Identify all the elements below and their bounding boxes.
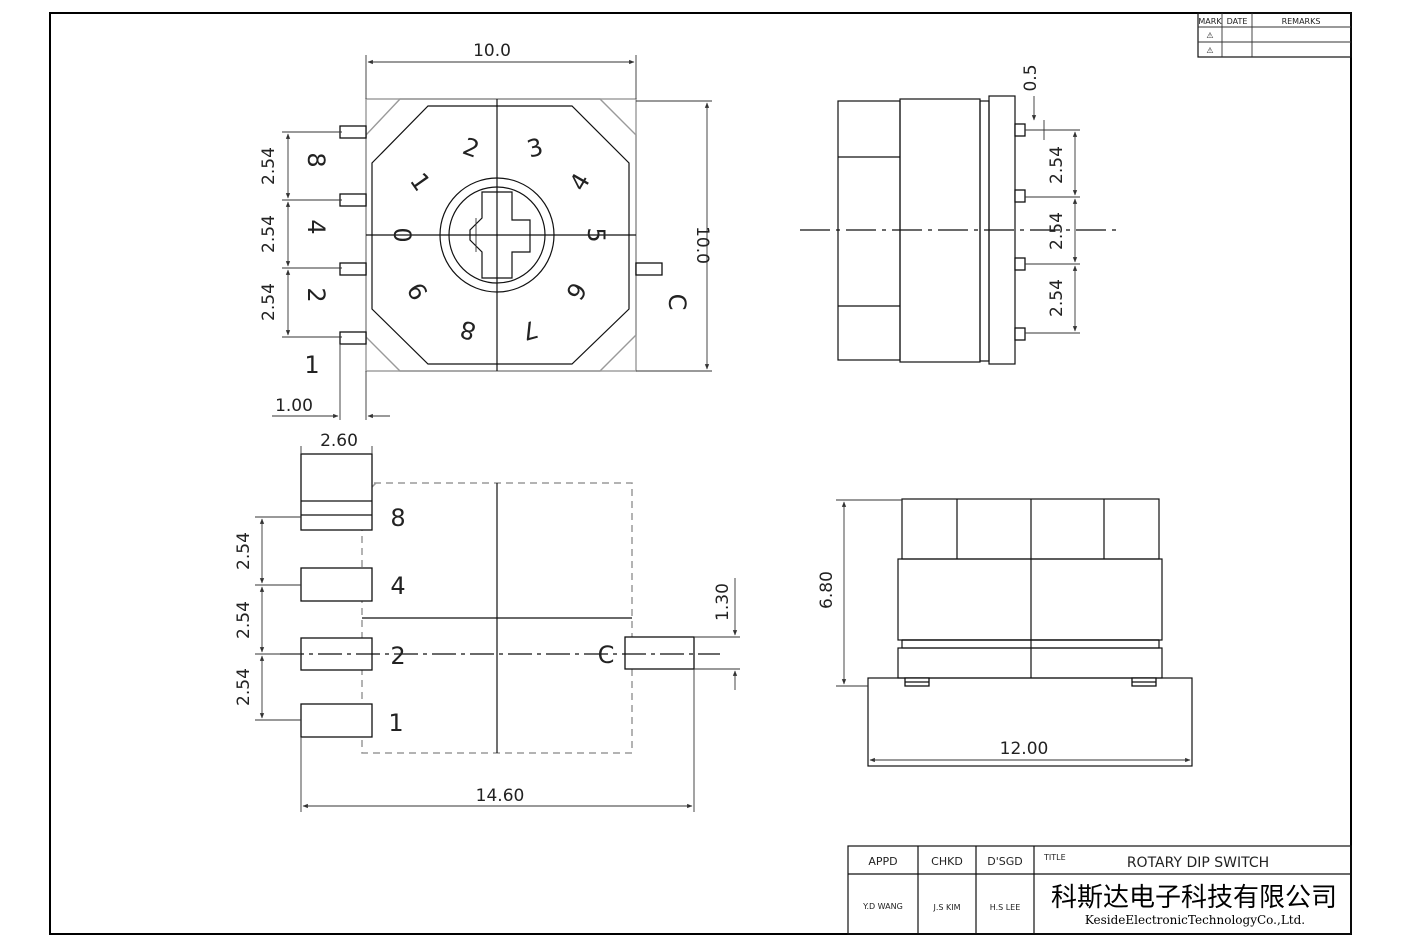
dial-number-3: 3 <box>524 132 546 163</box>
rev-remarks-header: REMARKS <box>1282 17 1321 26</box>
side-view: 2.54 2.54 2.54 0.5 <box>800 64 1118 365</box>
side-gap-dim: 0.5 <box>1021 64 1041 91</box>
top-pitch-1: 2.54 <box>259 147 279 185</box>
footprint-view: 8 4 2 1 C 2.60 2.54 2.54 2.54 1.30 14.60 <box>234 431 740 812</box>
sheet-border <box>49 12 1352 935</box>
dial-number-5: 5 <box>582 227 610 242</box>
dial-number-0: 0 <box>388 227 416 242</box>
fp-pitch-1: 2.54 <box>234 532 254 570</box>
rev-symbol-2: ⚠ <box>1206 46 1213 55</box>
fp-pin-4: 4 <box>390 572 405 600</box>
chkd-label: CHKD <box>931 855 963 868</box>
fp-overall-dim: 14.60 <box>476 786 525 806</box>
top-pitch-2: 2.54 <box>259 215 279 253</box>
fp-pin-1: 1 <box>388 709 403 737</box>
side-pitch-1: 2.54 <box>1047 146 1067 184</box>
dsgd-name: H.S LEE <box>990 903 1021 912</box>
rev-date-header: DATE <box>1227 17 1248 26</box>
dial-number-8: 8 <box>457 314 479 345</box>
dial-number-1: 1 <box>404 168 436 197</box>
side-pitch-3: 2.54 <box>1047 279 1067 317</box>
company-name-en: KesideElectronicTechnologyCo.,Ltd. <box>1085 913 1305 927</box>
top-width-dim: 10.0 <box>473 41 511 61</box>
dial-number-2: 2 <box>459 132 483 164</box>
top-view: 0 1 2 3 4 5 6 7 8 9 8 4 2 1 C 10.0 10.0 … <box>259 41 712 420</box>
fp-pin-2: 2 <box>390 642 405 670</box>
side-pitch-2: 2.54 <box>1047 212 1067 250</box>
drawing-title: ROTARY DIP SWITCH <box>1127 855 1269 871</box>
company-name-cn: 科斯达电子科技有限公司 <box>1051 883 1337 913</box>
top-height-dim: 10.0 <box>692 226 712 264</box>
front-height-dim: 6.80 <box>817 571 837 609</box>
fp-pin-8: 8 <box>390 504 405 532</box>
rev-symbol-1: ⚠ <box>1206 31 1213 40</box>
title-block: APPD CHKD D'SGD TITLE ROTARY DIP SWITCH … <box>847 845 1352 935</box>
top-pin-offset-dim: 1.00 <box>275 396 313 416</box>
dial-number-4: 4 <box>564 168 596 195</box>
title-label: TITLE <box>1043 853 1066 862</box>
revision-table: MARK DATE REMARKS ⚠ ⚠ <box>1197 12 1352 58</box>
top-pin-2: 2 <box>302 287 330 302</box>
fp-pitch-2: 2.54 <box>234 601 254 639</box>
fp-pin-common: C <box>598 641 615 669</box>
top-pin-4: 4 <box>302 219 330 234</box>
top-pin-8: 8 <box>302 152 330 167</box>
top-pin-1: 1 <box>304 351 319 379</box>
top-pitch-3: 2.54 <box>259 283 279 321</box>
front-width-dim: 12.00 <box>1000 739 1049 759</box>
top-pin-common: C <box>663 294 691 311</box>
appd-name: Y.D WANG <box>862 902 903 911</box>
rev-mark-header: MARK <box>1198 17 1222 26</box>
appd-label: APPD <box>868 855 897 868</box>
fp-pad-height-dim: 1.30 <box>713 583 733 621</box>
front-view: 6.80 12.00 <box>817 498 1193 767</box>
fp-pad-width-dim: 2.60 <box>320 431 358 451</box>
dial-number-9: 9 <box>402 277 434 304</box>
dsgd-label: D'SGD <box>987 855 1022 868</box>
chkd-name: J.S KIM <box>932 903 960 912</box>
dial-number-6: 6 <box>560 277 592 304</box>
fp-pitch-3: 2.54 <box>234 668 254 706</box>
dial-number-7: 7 <box>519 314 541 345</box>
